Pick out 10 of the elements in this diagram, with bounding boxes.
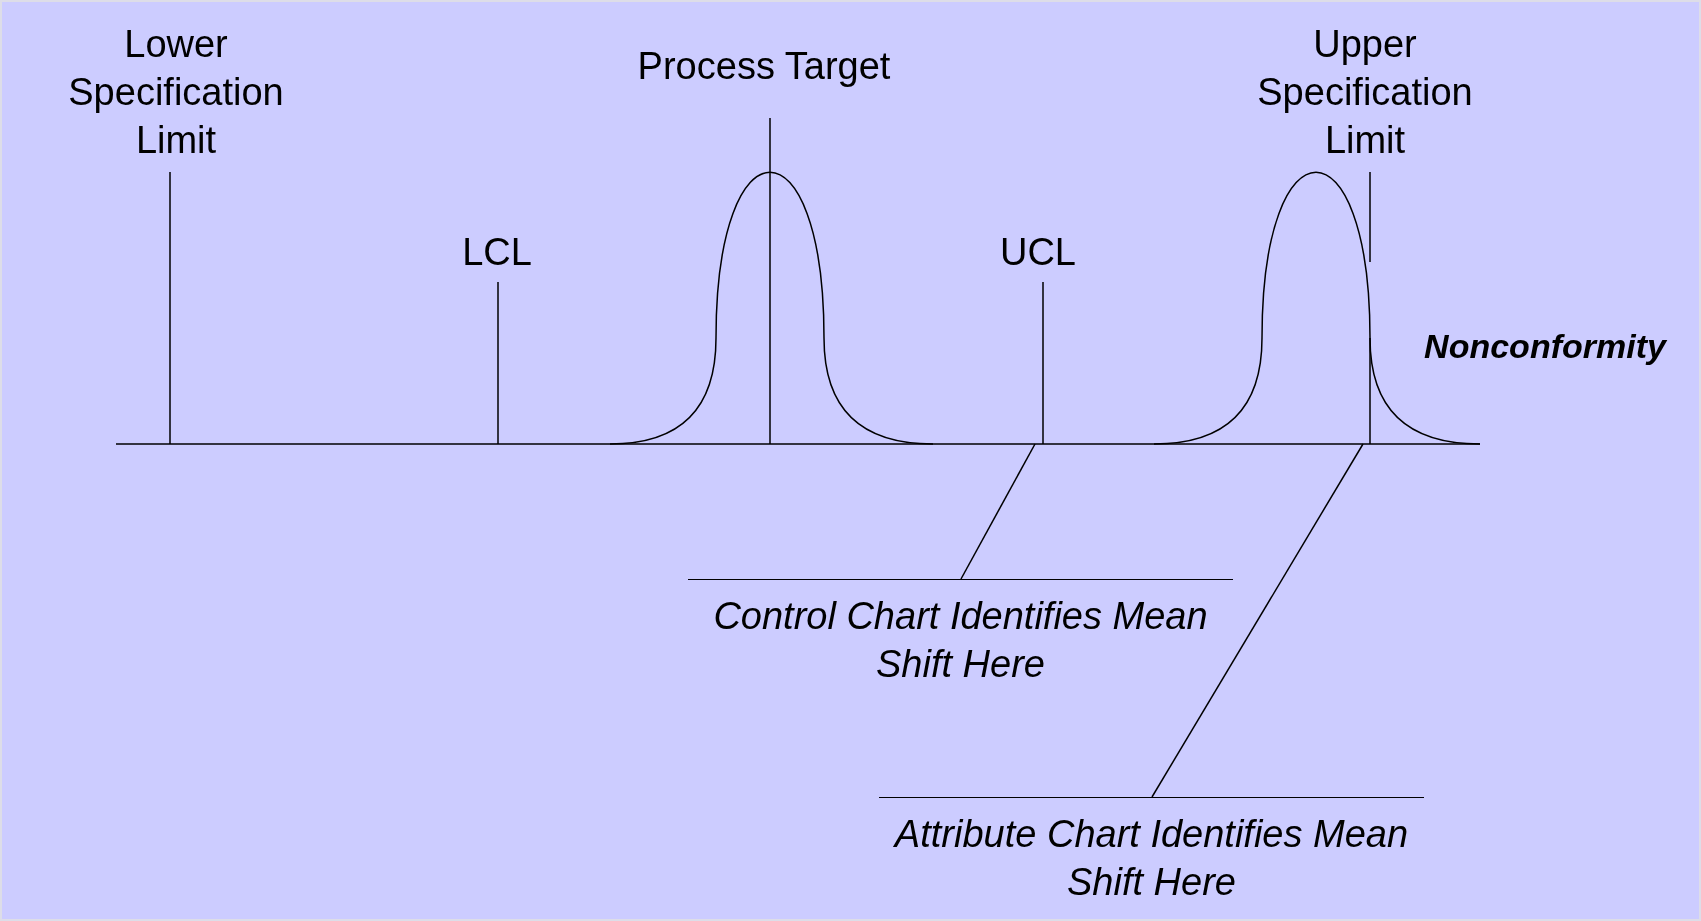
- limit-label: Process Target: [637, 44, 891, 89]
- limit-label: Lower Specification Limit: [67, 22, 285, 163]
- limit-label: Upper Specification Limit: [1256, 22, 1474, 163]
- callout-text: Control Chart Identifies Mean Shift Here: [688, 579, 1233, 688]
- callout-text: Attribute Chart Identifies Mean Shift Here: [879, 797, 1424, 906]
- leader-line: [1151, 443, 1364, 798]
- annotation-label: Nonconformity: [1424, 326, 1666, 367]
- leader-line: [960, 443, 1036, 580]
- control-limit-label: LCL: [462, 230, 532, 275]
- control-limit-label: UCL: [1000, 230, 1076, 275]
